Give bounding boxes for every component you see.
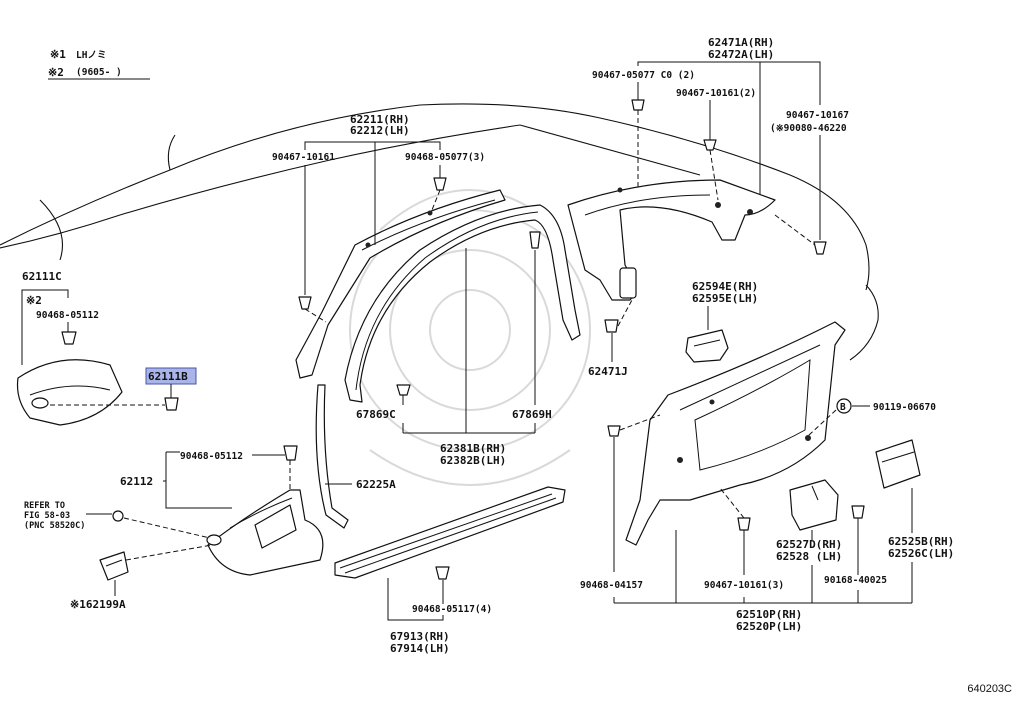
label-90468-04157: 90468-04157 <box>580 580 643 591</box>
quarter-upper-trim <box>567 179 776 301</box>
label-67869H: 67869H <box>512 408 552 421</box>
cover-62527D <box>789 479 839 531</box>
label-62471J: 62471J <box>588 365 628 378</box>
label-62211: 62211(RH) <box>350 113 410 126</box>
label-67914: 67914(LH) <box>390 642 450 655</box>
bracket-62199A-icon <box>99 551 129 581</box>
note-2-text: (9605- ) <box>76 67 122 78</box>
label-refer-to: REFER TO <box>24 501 65 511</box>
label-90119-06670: 90119-06670 <box>873 402 936 413</box>
label-67869C: 67869C <box>356 408 396 421</box>
clip-62471J-icon <box>604 319 619 333</box>
label-62471A: 62471A(RH) <box>708 36 774 49</box>
kick-panel-62112 <box>206 489 324 576</box>
figure-code: 640203C <box>967 683 1012 695</box>
clip-90468-05112-b-icon <box>283 445 298 461</box>
label-62225A: 62225A <box>356 478 396 491</box>
bolt-icon <box>112 510 124 522</box>
label-62595E: 62595E(LH) <box>692 292 758 305</box>
label-90468-05112-b: 90468-05112 <box>180 451 243 462</box>
label-90467-10161-3: 90467-10161(3) <box>704 580 784 591</box>
label-62527D: 62527D(RH) <box>776 538 842 551</box>
label-67913: 67913(RH) <box>390 630 450 643</box>
label-90467-05077: 90467-05077 C0 (2) <box>592 70 695 81</box>
label-90468-05117: 90468-05117(4) <box>412 604 492 615</box>
front-pillar-garnish <box>295 189 506 379</box>
label-62594E: 62594E(RH) <box>692 280 758 293</box>
label-90468-05112-a: 90468-05112 <box>36 310 99 321</box>
clip-90467-10161-front-icon <box>298 296 312 310</box>
clip-90468-05077-icon <box>433 177 447 191</box>
label-62526C: 62526C(LH) <box>888 547 954 560</box>
label-62528: 62528 (LH) <box>776 550 842 563</box>
label-62112: 62112 <box>120 475 153 488</box>
note-1-mark: ※1 <box>50 48 66 61</box>
door-opening-trim <box>344 204 581 403</box>
label-62381B: 62381B(RH) <box>440 442 506 455</box>
label-90168-40025: 90168-40025 <box>824 575 887 586</box>
label-62510P: 62510P(RH) <box>736 608 802 621</box>
cover-62525B <box>875 439 921 489</box>
label-90467-10167: 90467-10167 <box>786 110 849 121</box>
clip-90468-04157-icon <box>607 425 621 437</box>
car-body-outline <box>0 103 879 361</box>
clip-62111B-icon <box>164 397 179 411</box>
clip-67869H-icon <box>529 231 541 249</box>
clip-90467-10167-icon <box>813 241 827 255</box>
label-90467-10161-2: 90467-10161(2) <box>676 88 756 99</box>
quarter-lower-trim <box>625 321 846 546</box>
label-62212: 62212(LH) <box>350 124 410 137</box>
speaker-cover-62594E <box>685 329 729 363</box>
label-90080-46220: (※90080-46220 <box>770 123 847 134</box>
clip-90468-05117-icon <box>435 566 450 580</box>
weatherstrip-62225A <box>315 384 349 529</box>
clip-90467-10161-3-icon <box>737 517 751 531</box>
label-62520P: 62520P(LH) <box>736 620 802 633</box>
label-refer-pnc: (PNC 58520C) <box>24 521 85 531</box>
clip-90168-40025-icon <box>851 505 865 519</box>
scuff-plate <box>334 486 566 579</box>
label-62199A: ※162199A <box>70 598 126 611</box>
notes: ※1 LHノミ ※2 (9605- ) <box>48 48 150 80</box>
clip-90467-05077-icon <box>631 99 645 111</box>
label-62525B: 62525B(RH) <box>888 535 954 548</box>
label-90467-10161: 90467-10161 <box>272 152 335 163</box>
circle-b-icon <box>836 398 852 414</box>
label-62111C: 62111C <box>22 270 62 283</box>
clip-67869C-icon <box>396 384 411 396</box>
label-90468-05077: 90468-05077(3) <box>405 152 485 163</box>
label-refer-fig: FIG 58-03 <box>24 511 70 521</box>
clip-90467-10161-icon <box>703 139 717 151</box>
label-62472A: 62472A(LH) <box>708 48 774 61</box>
note-2-mark: ※2 <box>48 66 64 79</box>
cowl-side-trim-62111C <box>16 359 123 426</box>
label-62111B[interactable]: 62111B <box>148 370 188 383</box>
label-circle-b: B <box>840 402 846 413</box>
note-1-text: LHノミ <box>76 50 106 61</box>
label-mark2: ※2 <box>26 294 42 307</box>
label-62382B: 62382B(LH) <box>440 454 506 467</box>
clip-90468-05112-a-icon <box>61 331 77 345</box>
